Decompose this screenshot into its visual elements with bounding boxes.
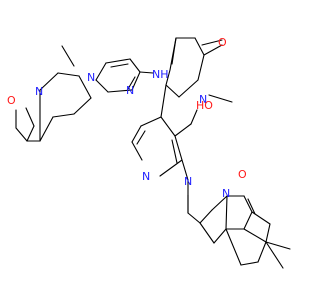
bond-lines xyxy=(15,37,291,269)
molecule-diagram: O N N N NH O N HO N N N O xyxy=(7,36,291,269)
atom-amine-nh: NH xyxy=(152,68,169,81)
atom-pyridine-n-upper: N xyxy=(126,84,134,97)
molecule-structure-canvas: O N N N NH O N HO N N N O xyxy=(7,36,291,269)
atom-pyridone-o: O xyxy=(218,36,227,49)
atom-oxetane-o: O xyxy=(7,94,16,107)
atom-pyridone-n: N xyxy=(199,93,207,106)
atom-lactam-o: O xyxy=(238,168,247,181)
atom-piperazine-n1: N xyxy=(35,85,43,98)
atom-hydroxyl: HO xyxy=(196,99,213,112)
atom-pyrazinone-n-right: N xyxy=(222,187,230,200)
atom-labels: O N N N NH O N HO N N N O xyxy=(7,36,247,200)
atom-pyrazinone-n-left: N xyxy=(184,175,192,188)
atom-piperazine-n2: N xyxy=(87,71,95,84)
atom-pyridine-n-lower: N xyxy=(142,170,150,183)
